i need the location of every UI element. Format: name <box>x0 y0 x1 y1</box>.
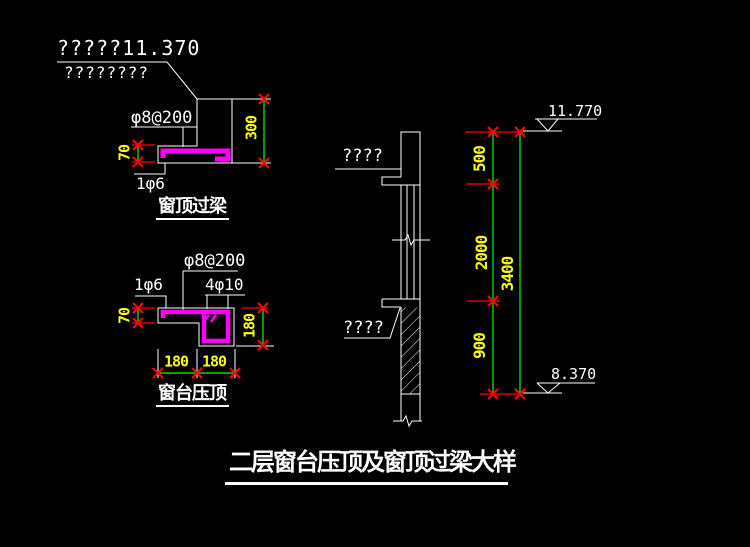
sill-dim-180-left-bottom: 180 <box>163 352 189 371</box>
wall-hatch <box>401 307 420 394</box>
sill-bar-right-label: 4φ10 <box>205 275 244 294</box>
sill-dim-180-right: 180 <box>240 313 259 339</box>
lintel-detail-outline <box>57 61 271 220</box>
section-dim-3400: 3400 <box>498 256 517 292</box>
caption-underline <box>225 482 508 485</box>
section-dim-2000: 2000 <box>472 235 491 271</box>
sill-dim-180-right-bottom: 180 <box>201 352 227 371</box>
dimension-lines-green <box>137 99 521 394</box>
wall-section-outline <box>335 118 597 428</box>
sill-detail-title: 窗台压顶 <box>158 383 227 403</box>
lintel-detail-title: 窗顶过梁 <box>158 196 227 216</box>
lintel-bar-label: 1φ6 <box>136 174 165 193</box>
lintel-stirrup-label: φ8@200 <box>131 108 193 128</box>
sill-bar-left-label: 1φ6 <box>134 275 163 294</box>
lintel-dim-70: 70 <box>115 144 134 162</box>
sill-stirrup-label: φ8@200 <box>184 251 246 271</box>
section-elevation-bottom: 8.370 <box>551 365 597 383</box>
lintel-elevation-note: ?????11.370 <box>57 36 201 60</box>
sill-dim-70: 70 <box>115 307 134 325</box>
section-label-lower: ???? <box>343 318 384 338</box>
section-label-upper: ???? <box>342 146 383 166</box>
sill-detail-outline <box>135 270 274 407</box>
lintel-dim-300: 300 <box>242 115 261 141</box>
dimension-arrows <box>131 92 527 401</box>
sill-rebar <box>160 309 231 344</box>
lintel-note-line2: ???????? <box>64 63 150 82</box>
section-dim-500: 500 <box>470 146 489 172</box>
section-elevation-top: 11.770 <box>548 102 603 120</box>
lintel-rebar <box>160 148 231 162</box>
section-dim-900: 900 <box>470 333 489 359</box>
drawing-caption: 二层窗台压顶及窗顶过梁大样 <box>229 449 517 476</box>
